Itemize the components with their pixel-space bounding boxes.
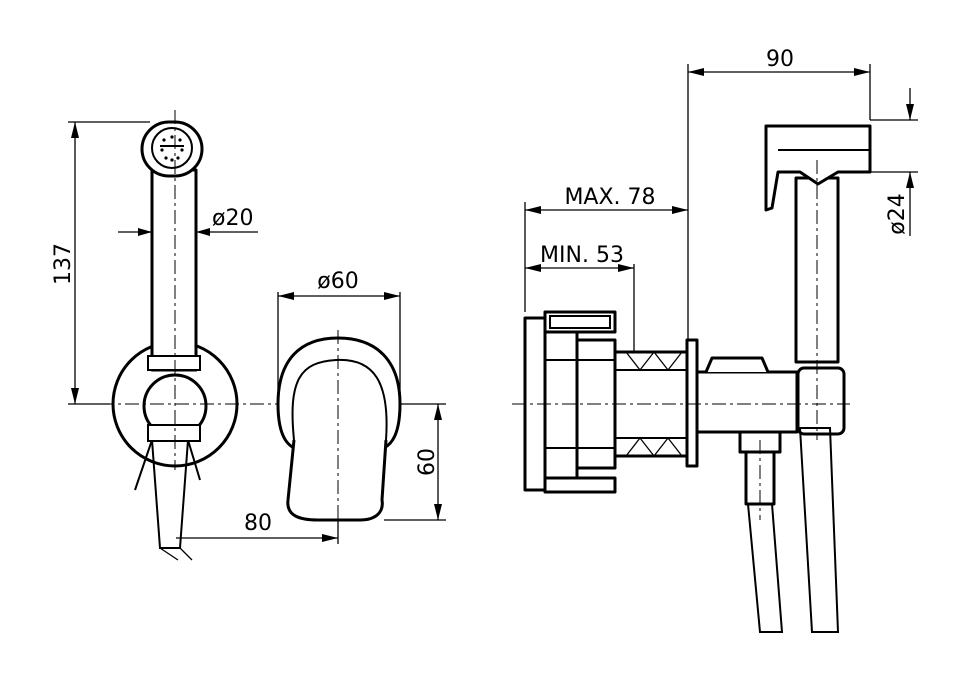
label-90: 90 — [766, 47, 794, 72]
mixer-side — [695, 370, 799, 434]
hose-side-right — [798, 427, 840, 633]
dimension-90: 90 — [687, 47, 871, 340]
spray-face — [151, 127, 193, 169]
dimension-60: 60 — [384, 403, 446, 521]
label-60: 60 — [415, 448, 440, 476]
dimension-max-78: MAX. 78 — [524, 185, 688, 312]
side-view-assembly — [512, 124, 872, 633]
label-137: 137 — [51, 243, 76, 285]
dimension-min-53: MIN. 53 — [525, 243, 635, 352]
label-80: 80 — [244, 511, 272, 536]
dimension-diameter-20: ø20 — [118, 206, 258, 236]
shower-handle — [150, 168, 198, 372]
mixer-lever — [286, 439, 388, 522]
label-diameter-24: ø24 — [885, 193, 910, 234]
label-diameter-60: ø60 — [317, 269, 358, 294]
label-diameter-20: ø20 — [212, 206, 253, 231]
label-max-78: MAX. 78 — [564, 185, 655, 210]
dimension-diameter-24: ø24 — [870, 88, 918, 236]
mixer-body — [276, 336, 402, 452]
spray-holes — [160, 135, 184, 162]
holder-side — [796, 366, 846, 436]
dimension-137: 137 — [51, 121, 150, 405]
hose-front — [150, 439, 190, 549]
front-view-hand-shower — [100, 110, 440, 561]
mixer-lever-front — [276, 330, 402, 530]
hose-side-left — [746, 503, 784, 633]
label-min-53: MIN. 53 — [540, 243, 624, 268]
dimension-80: 80 — [176, 511, 339, 544]
dimension-diameter-60: ø60 — [277, 269, 401, 390]
